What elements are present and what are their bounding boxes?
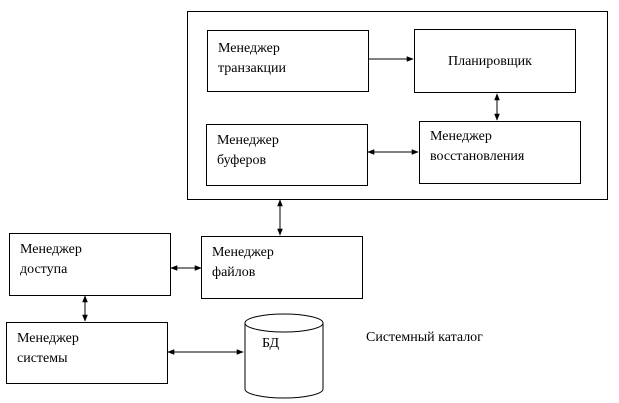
- buffer-manager-label: Менеджер буферов: [217, 133, 279, 168]
- database-label: БД: [262, 336, 280, 351]
- recovery-manager-box: Менеджер восстановления: [419, 121, 581, 184]
- file-manager-label: Менеджер файлов: [212, 245, 274, 280]
- scheduler-label: Планировщик: [448, 54, 532, 69]
- transaction-manager-label: Менеджер транзакции: [218, 41, 287, 76]
- dbms-core-container: [187, 11, 608, 200]
- transaction-manager-box: Менеджер транзакции: [207, 30, 369, 92]
- system-catalog-label: Системный каталог: [366, 330, 483, 345]
- system-manager-box: Менеджер системы: [6, 322, 168, 384]
- scheduler-box: Планировщик: [414, 29, 576, 93]
- system-manager-label: Менеджер системы: [17, 331, 79, 366]
- access-manager-box: Менеджер доступа: [9, 233, 171, 296]
- recovery-manager-label: Менеджер восстановления: [430, 129, 525, 164]
- file-manager-box: Менеджер файлов: [201, 236, 363, 299]
- buffer-manager-box: Менеджер буферов: [206, 124, 368, 186]
- access-manager-label: Менеджер доступа: [20, 242, 82, 277]
- database-cylinder: [244, 313, 324, 399]
